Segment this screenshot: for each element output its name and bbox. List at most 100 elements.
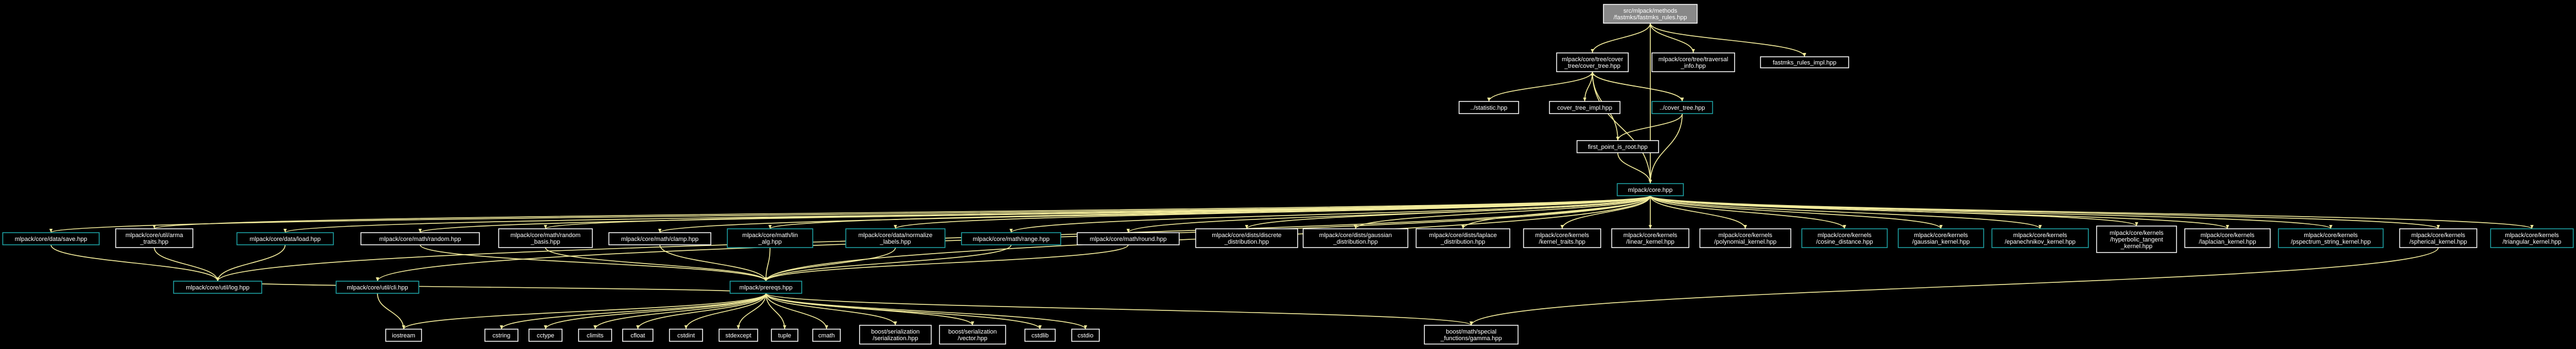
edge-first_point-to-core <box>1617 152 1652 184</box>
node-cover-tree-impl[interactable]: cover_tree_impl.hpp <box>1549 101 1621 114</box>
node-laplace-dist[interactable]: mlpack/core/dists/laplace_distribution.h… <box>1416 228 1510 248</box>
edge-core-to-normalize_labels <box>894 195 1651 229</box>
edge-core-to-triangular <box>1650 195 2534 229</box>
node-laplacian[interactable]: mlpack/core/kernels/laplacian_kernel.hpp <box>2184 228 2271 248</box>
node-label-line: mlpack/core/util/log.hpp <box>186 284 250 291</box>
node-climits[interactable]: climits <box>578 329 612 342</box>
node-round[interactable]: mlpack/core/math/round.hpp <box>1077 232 1180 245</box>
node-load[interactable]: mlpack/core/data/load.hpp <box>236 232 334 245</box>
edge-load-to-log <box>216 244 286 282</box>
node-fastmks-rules-impl[interactable]: fastmks_rules_impl.hpp <box>1760 56 1849 68</box>
edge-layer <box>50 23 2534 330</box>
node-label-line: mlpack/core/kernels <box>1818 232 1872 239</box>
node-label-line: boost/serialization <box>871 329 920 335</box>
node-pspectrum[interactable]: mlpack/core/kernels/pspectrum_string_ker… <box>2278 228 2384 248</box>
node-statistic[interactable]: ../statistic.hpp <box>1459 101 1519 114</box>
node-label-line: cfloat <box>630 332 645 339</box>
node-box <box>2 232 100 245</box>
edge-log-to-prereqs <box>217 281 768 294</box>
edge-sfinae-to-iostream <box>377 293 406 330</box>
node-core[interactable]: mlpack/core.hpp <box>1617 183 1684 196</box>
node-label-line: stdexcept <box>725 332 751 339</box>
node-box <box>1416 228 1510 248</box>
node-gaussian-kernel[interactable]: mlpack/core/kernels/gaussian_kernel.hpp <box>1898 228 1984 248</box>
node-tuple[interactable]: tuple <box>771 329 798 342</box>
node-cfloat[interactable]: cfloat <box>622 329 654 342</box>
edge-spherical-to-gamma <box>1470 247 2439 326</box>
node-label-line: src/mlpack/methods <box>1623 8 1677 14</box>
node-label-line: mlpack/core/math/range.hpp <box>973 236 1049 243</box>
node-cmath[interactable]: cmath <box>812 329 841 342</box>
node-normalize-labels[interactable]: mlpack/core/data/normalize_labels.hpp <box>845 228 946 248</box>
edge-clamp-to-prereqs <box>659 244 768 282</box>
node-first-point[interactable]: first_point_is_root.hpp <box>1576 140 1659 153</box>
node-arma-traits[interactable]: mlpack/core/util/arma_traits.hpp <box>115 228 193 248</box>
node-label-line: cmath <box>818 332 835 339</box>
node-box <box>730 281 802 294</box>
node-hyperbolic[interactable]: mlpack/core/kernels/hyperbolic_tangent_k… <box>2096 225 2177 253</box>
node-log[interactable]: mlpack/core/util/log.hpp <box>173 281 262 294</box>
node-discrete[interactable]: mlpack/core/dists/discrete_distribution.… <box>1195 228 1298 248</box>
node-save[interactable]: mlpack/core/data/save.hpp <box>2 232 100 245</box>
node-gamma[interactable]: boost/math/special_functions/gamma.hpp <box>1424 325 1519 345</box>
node-label-line: /cosine_distance.hpp <box>1816 239 1873 245</box>
node-label-line: mlpack/core/kernels <box>2201 232 2255 239</box>
node-root[interactable]: src/mlpack/methods/fastmks/fastmks_rules… <box>1603 4 1698 24</box>
node-label-line: ../statistic.hpp <box>1470 105 1507 111</box>
node-cctype[interactable]: cctype <box>528 329 563 342</box>
edge-round-to-prereqs <box>764 244 1129 282</box>
node-ptr-cover-tree[interactable]: ../cover_tree.hpp <box>1651 101 1713 114</box>
node-stdexcept[interactable]: stdexcept <box>719 329 758 342</box>
node-label-line: mlpack/core/data/normalize <box>858 232 933 239</box>
node-polynomial-kernel[interactable]: mlpack/core/kernels/polynomial_kernel.hp… <box>1699 228 1791 248</box>
node-label-line: mlpack/core/math/round.hpp <box>1090 236 1167 243</box>
node-cmath-cstdint[interactable]: cstdint <box>669 329 703 342</box>
node-cosine-distance[interactable]: mlpack/core/kernels/cosine_distance.hpp <box>1801 228 1888 248</box>
node-lin-alg[interactable]: mlpack/core/math/lin_alg.hpp <box>727 228 813 248</box>
node-prereqs[interactable]: mlpack/prereqs.hpp <box>730 281 802 294</box>
node-ser-vector[interactable]: boost/serialization/vector.hpp <box>939 325 1006 345</box>
edge-core-to-gaussian_kernel <box>1650 195 1943 229</box>
node-box <box>1617 183 1684 196</box>
edge-core-to-range <box>1009 195 1651 233</box>
node-box <box>812 329 841 342</box>
node-label-line: /linear_kernel.hpp <box>1626 239 1674 245</box>
node-cstdlib[interactable]: cstdlib <box>1024 329 1056 342</box>
edge-core-to-kernel_traits <box>1560 195 1651 229</box>
node-label-line: mlpack/core/dists/discrete <box>1212 232 1282 239</box>
edge-prereqs-to-tuple <box>765 293 786 330</box>
node-spherical[interactable]: mlpack/core/kernels/spherical_kernel.hpp <box>2399 228 2477 248</box>
node-cstdio[interactable]: cstdio <box>1071 329 1100 342</box>
node-gaussian-dist[interactable]: mlpack/core/dists/gaussian_distribution.… <box>1303 228 1408 248</box>
node-random-basis[interactable]: mlpack/core/math/random_basis.hpp <box>498 228 593 248</box>
node-kernel-traits[interactable]: mlpack/core/kernels/kernel_traits.hpp <box>1523 228 1601 248</box>
edge-prereqs-to-cmath_cstdint <box>684 293 766 330</box>
node-label-line: _info.hpp <box>1680 63 1705 69</box>
node-iostream[interactable]: iostream <box>385 329 422 342</box>
node-linear-kernel[interactable]: mlpack/core/kernels/linear_kernel.hpp <box>1611 228 1689 248</box>
node-box <box>1523 228 1601 248</box>
node-cover-tree[interactable]: mlpack/core/tree/cover_tree/cover_tree.h… <box>1556 52 1629 72</box>
node-label-line: mlpack/core/tree/traversal <box>1659 56 1729 63</box>
node-box <box>939 325 1006 345</box>
node-box <box>1699 228 1791 248</box>
node-triangular[interactable]: mlpack/core/kernels/triangular_kernel.hp… <box>2490 228 2574 248</box>
node-box <box>115 228 193 248</box>
node-cstring[interactable]: cstring <box>484 329 519 342</box>
node-range[interactable]: mlpack/core/math/range.hpp <box>961 232 1061 245</box>
node-epanechnikov[interactable]: mlpack/core/kernels/epanechnikov_kernel.… <box>1991 228 2089 248</box>
node-traversal-info[interactable]: mlpack/core/tree/traversal_info.hpp <box>1651 52 1735 72</box>
node-label-line: first_point_is_root.hpp <box>1588 144 1648 151</box>
node-label-line: mlpack/core.hpp <box>1628 187 1673 194</box>
node-serialization[interactable]: boost/serialization/serialization.hpp <box>859 325 932 345</box>
node-label-line: /vector.hpp <box>958 335 987 342</box>
node-sfinae[interactable]: mlpack/core/util/cli.hpp <box>336 281 419 294</box>
node-random[interactable]: mlpack/core/math/random.hpp <box>360 232 480 245</box>
edge-core-to-random_basis <box>544 195 1651 229</box>
node-box <box>484 329 519 342</box>
edge-normalize_labels-to-prereqs <box>764 247 896 282</box>
node-box <box>528 329 563 342</box>
node-clamp[interactable]: mlpack/core/math/clamp.hpp <box>608 232 711 245</box>
node-label-line: cctype <box>537 332 554 339</box>
node-label-line: mlpack/core/kernels <box>2013 232 2067 239</box>
